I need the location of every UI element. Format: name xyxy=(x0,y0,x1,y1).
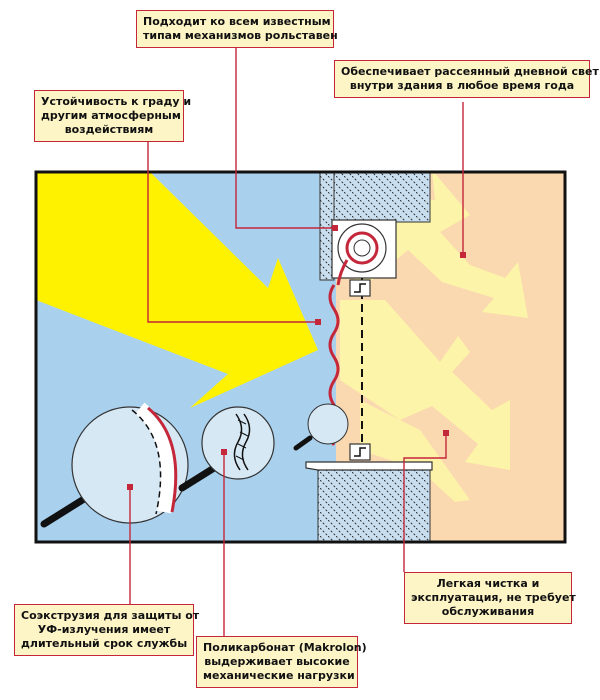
callout-mechanisms: Подходит ко всем известным типам механиз… xyxy=(136,10,338,48)
callout-daylight-line-1: Обеспечивает рассеянный дневной свет xyxy=(341,65,599,78)
small-magnifier-handle xyxy=(293,435,313,451)
callout-polycarbonate-line-3: механические нагрузки xyxy=(203,669,355,682)
leader-markers xyxy=(127,225,466,490)
upper-wall xyxy=(319,172,431,223)
callout-polycarbonate-line-2: выдерживает высокие xyxy=(204,655,350,668)
sunlight-arrow xyxy=(36,172,318,408)
callout-uv: Соэкструзия для защиты от УФ-излучения и… xyxy=(14,604,200,656)
callout-cleaning-line-1: Легкая чистка и xyxy=(436,577,540,590)
callout-weather-line-3: воздействиям xyxy=(64,123,154,136)
small-magnifier xyxy=(307,403,349,445)
callout-cleaning-line-3: обслуживания xyxy=(441,605,535,618)
callout-weather-line-1: Устойчивость к граду и xyxy=(41,95,192,108)
leader-lines xyxy=(129,46,464,636)
callout-weather-line-2: другим атмосферным xyxy=(41,109,181,122)
callout-cleaning: Легкая чистка и эксплуатация, не требует… xyxy=(404,572,576,624)
callout-uv-line-3: длительный срок службы xyxy=(21,637,188,650)
callout-polycarbonate-line-1: Поликарбонат (Makrolon) xyxy=(203,641,367,654)
callout-polycarbonate: Поликарбонат (Makrolon) выдерживает высо… xyxy=(196,636,367,688)
callout-uv-line-1: Соэкструзия для защиты от xyxy=(21,609,200,622)
callout-daylight-line-2: внутри здания в любое время года xyxy=(349,79,575,92)
callout-daylight: Обеспечивает рассеянный дневной свет вну… xyxy=(334,60,599,98)
lower-wall xyxy=(317,469,431,542)
profile-magnifier-handle xyxy=(178,464,218,492)
callout-cleaning-line-2: эксплуатация, не требует xyxy=(411,591,576,604)
scene-frame xyxy=(34,170,567,544)
callout-mechanisms-line-2: типам механизмов рольставен xyxy=(143,29,338,42)
diffuse-light-arrow-lower xyxy=(340,300,510,470)
diffuse-light-arrow-bottom xyxy=(360,400,470,502)
callout-uv-line-2: УФ-излучения имеет xyxy=(37,623,171,636)
callout-mechanisms-line-1: Подходит ко всем известным xyxy=(143,15,331,28)
callout-weather: Устойчивость к граду и другим атмосферны… xyxy=(34,90,192,142)
window-sill xyxy=(305,461,433,471)
